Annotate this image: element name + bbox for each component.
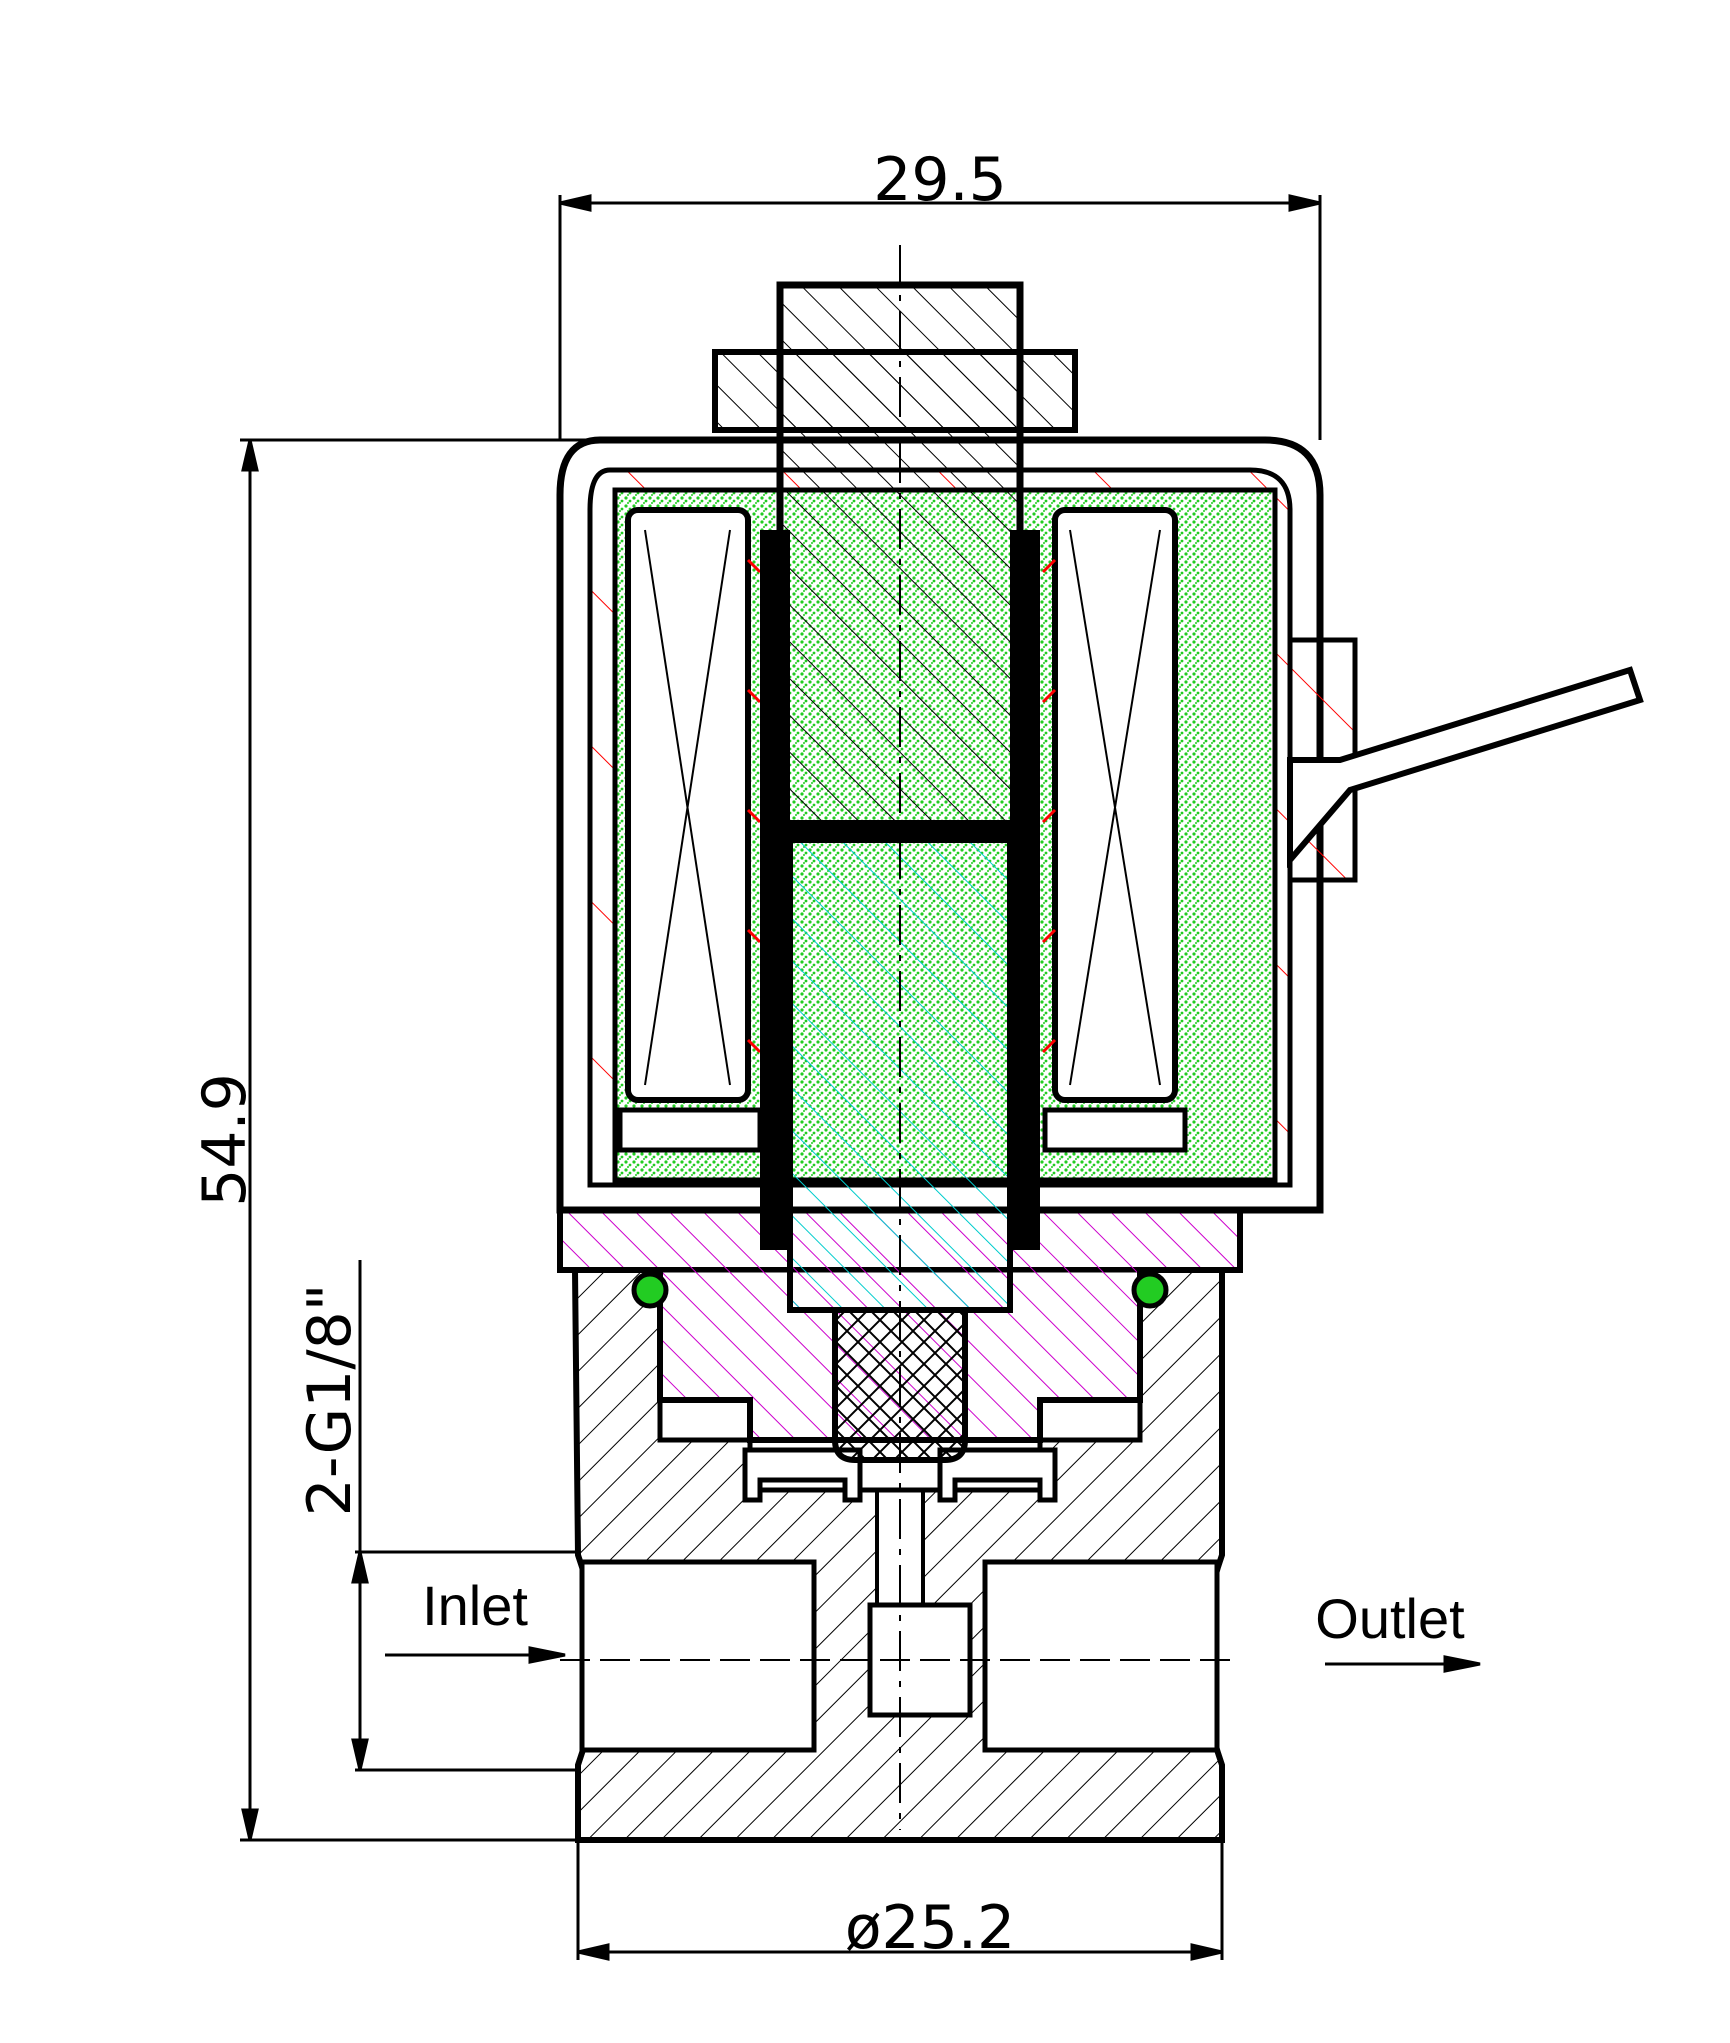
bobbin-markers [746, 558, 1057, 1054]
dimension-diameter-bottom-label: ø25.2 [845, 1893, 1015, 1963]
outlet-label: Outlet [1315, 1587, 1465, 1650]
o-ring-left [631, 1271, 669, 1309]
inlet-label: Inlet [422, 1574, 528, 1637]
lead-wire [1287, 637, 1644, 883]
valve-seat [742, 1447, 1058, 1503]
inlet-arrow [385, 1646, 566, 1664]
dimension-height-total [240, 438, 590, 1842]
coil-winding-left [617, 507, 763, 1153]
inlet-port-bore [579, 1559, 817, 1753]
dimension-width-top-label: 29.5 [873, 145, 1007, 215]
dimension-diameter-bottom [576, 1840, 1224, 1961]
outlet-port-bore [982, 1559, 1220, 1753]
outlet-arrow [1325, 1655, 1481, 1673]
dimension-port-thread-label: 2-G1/8" [295, 1284, 365, 1517]
o-ring-right [1131, 1271, 1169, 1309]
dimension-width-top [558, 194, 1322, 440]
coil-winding-right [1042, 507, 1188, 1153]
dimension-port-thread [351, 1260, 578, 1772]
fixed-core [776, 281, 1024, 840]
dimension-height-total-label: 54.9 [190, 1073, 260, 1207]
